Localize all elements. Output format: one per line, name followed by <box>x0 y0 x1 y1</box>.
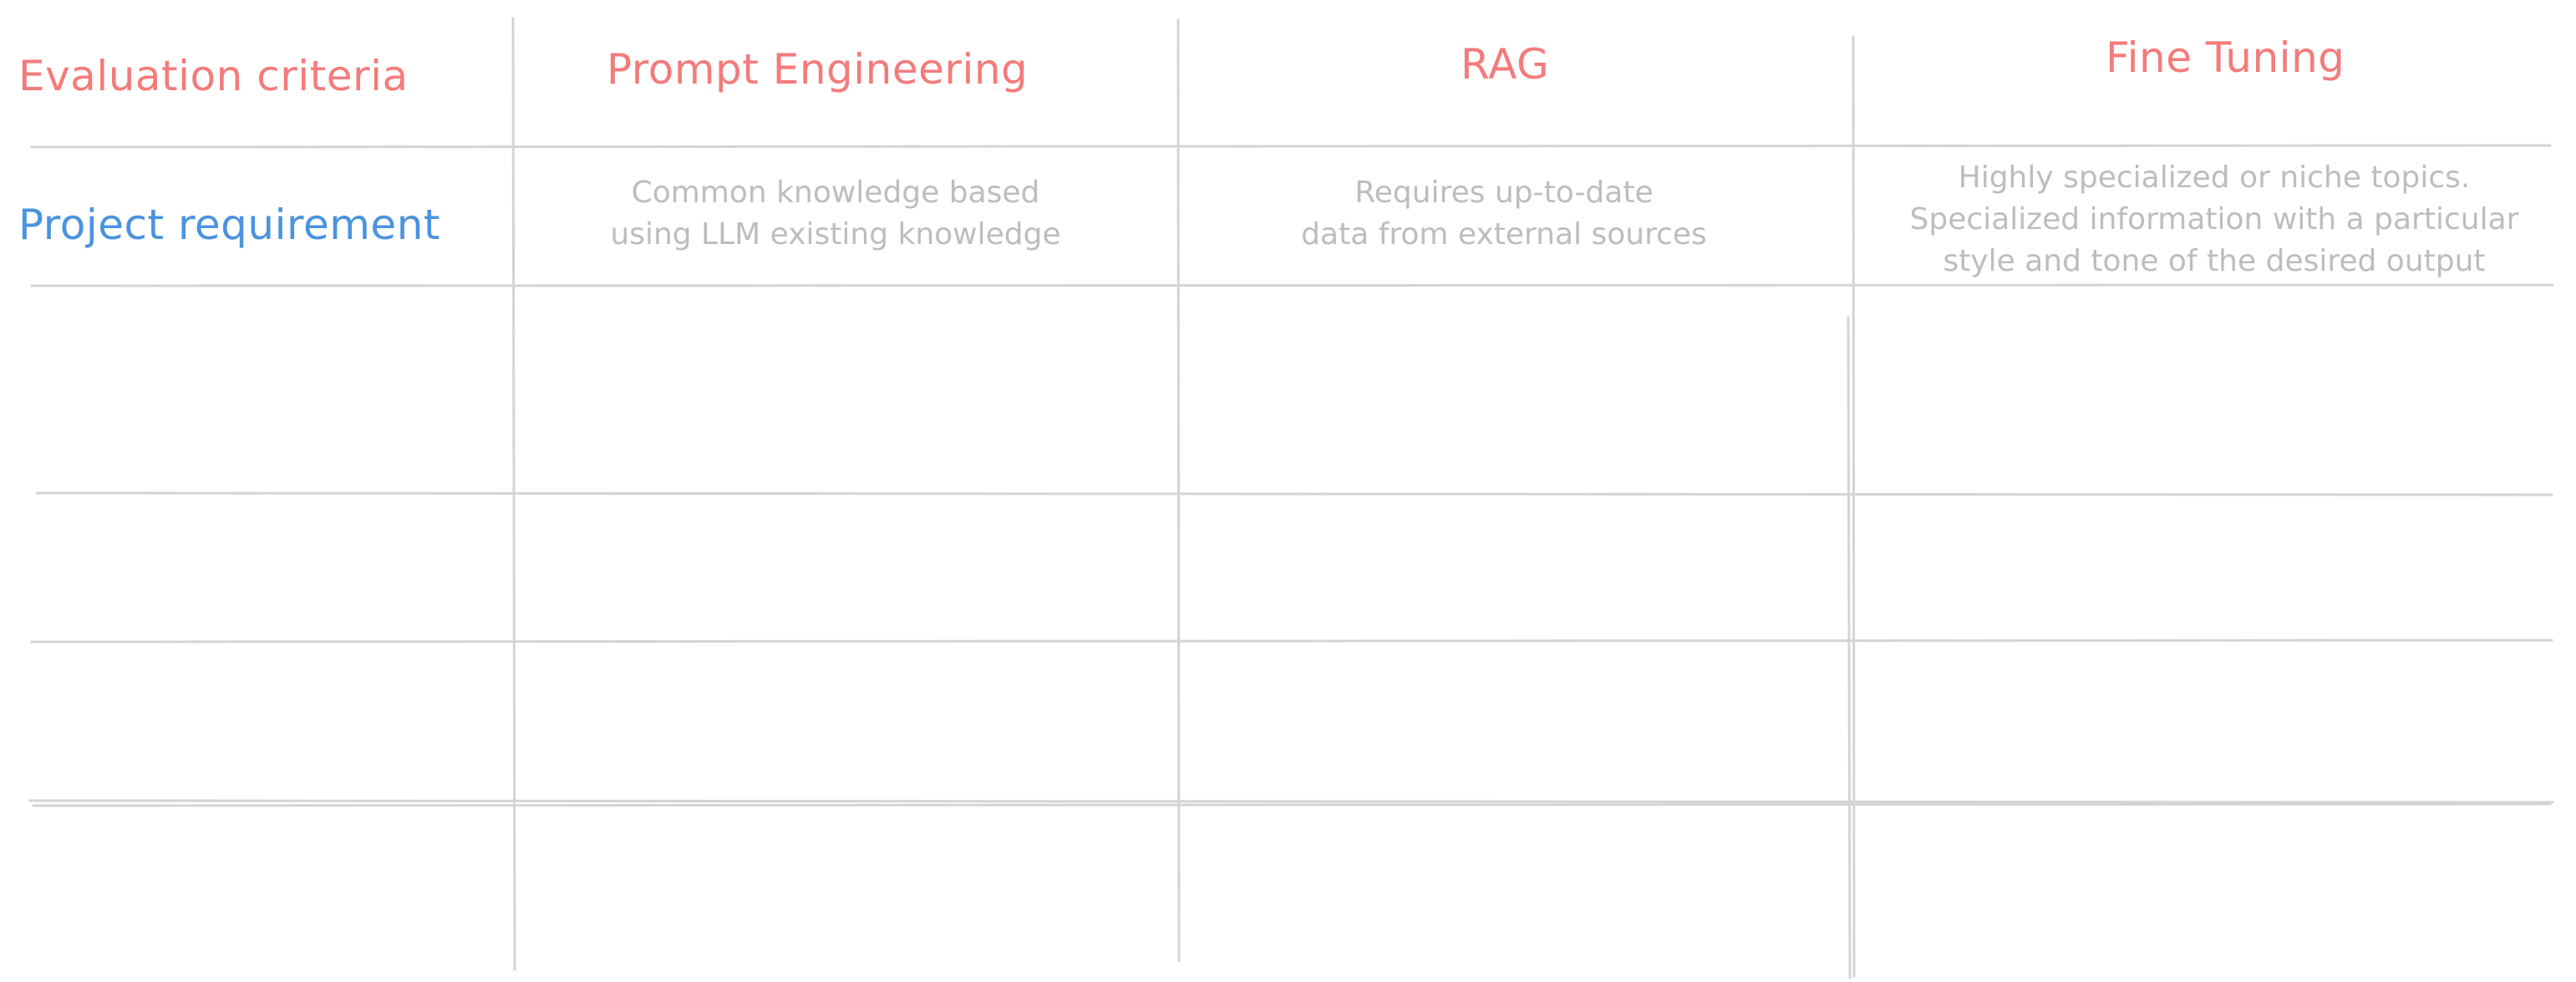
cell-line: Specialized information with a particula… <box>1909 202 2519 237</box>
cell-rag-requirement: Requires up-to-date data from external s… <box>1245 172 1763 256</box>
header-evaluation-criteria: Evaluation criteria <box>18 52 409 100</box>
grid-vertical-line <box>1847 316 1852 979</box>
header-rag: RAG <box>1461 40 1550 89</box>
grid-horizontal-line <box>35 491 2553 496</box>
row-label-project-requirement: Project requirement <box>18 201 440 249</box>
grid-horizontal-line <box>30 144 2552 149</box>
header-fine-tuning: Fine Tuning <box>2106 33 2345 82</box>
cell-line: using LLM existing knowledge <box>610 217 1061 252</box>
grid-horizontal-line <box>28 799 2554 804</box>
grid-horizontal-line <box>30 639 2553 644</box>
cell-line: Requires up-to-date <box>1354 176 1654 210</box>
cell-line: Highly specialized or niche topics. <box>1958 160 2471 195</box>
grid-horizontal-line <box>30 283 2554 287</box>
grid-vertical-line <box>1176 18 1181 963</box>
cell-prompt-engineering-requirement: Common knowledge based using LLM existin… <box>577 172 1095 256</box>
cell-line: Common knowledge based <box>631 176 1040 210</box>
grid-vertical-line <box>1852 35 1856 978</box>
grid-horizontal-line <box>32 802 2552 807</box>
header-prompt-engineering: Prompt Engineering <box>607 45 1029 94</box>
cell-line: style and tone of the desired output <box>1943 244 2486 278</box>
cell-fine-tuning-requirement: Highly specialized or niche topics. Spec… <box>1872 157 2557 282</box>
cell-line: data from external sources <box>1301 217 1707 252</box>
